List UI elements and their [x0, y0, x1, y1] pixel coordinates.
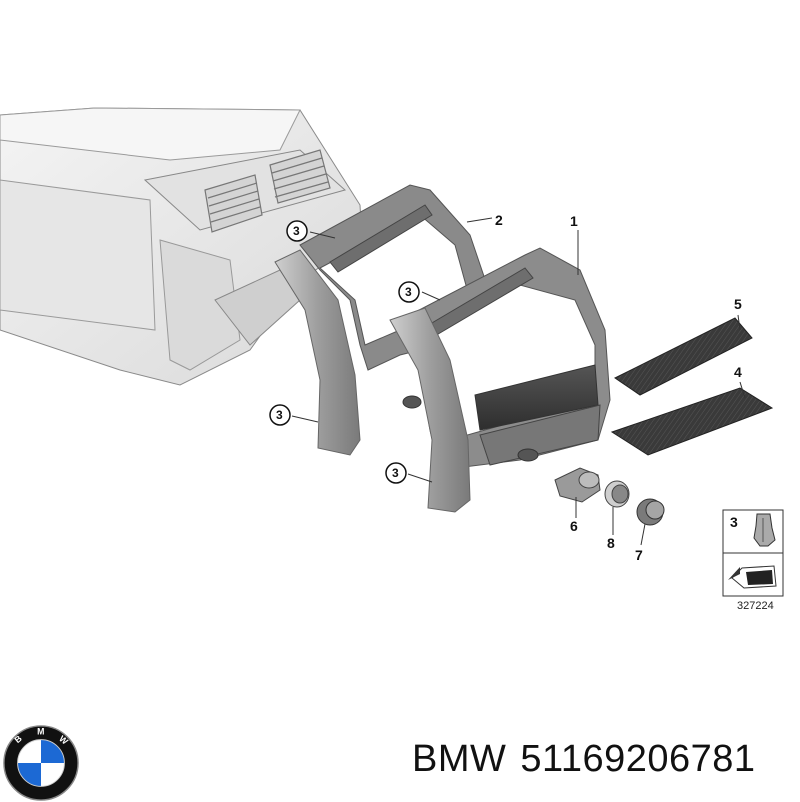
callout-8: 8: [607, 535, 615, 551]
callout-1: 1: [570, 213, 578, 229]
center-console: [0, 107, 363, 386]
part-6-socket: [554, 467, 601, 503]
svg-text:3: 3: [293, 224, 300, 238]
callout-3-circle-d: 3: [385, 462, 407, 484]
legend-clip-number: 3: [730, 514, 738, 530]
part-4-cover: [610, 387, 774, 456]
svg-text:3: 3: [392, 466, 399, 480]
callout-6: 6: [570, 518, 578, 534]
callout-3-circle-c: 3: [269, 404, 291, 426]
svg-text:3: 3: [276, 408, 283, 422]
console-vent: [204, 149, 331, 233]
svg-text:3: 3: [405, 285, 412, 299]
callout-2: 2: [495, 212, 503, 228]
part-8-ring: [604, 480, 630, 508]
bmw-logo-icon: B M W: [3, 725, 79, 801]
diagram-id: 327224: [737, 600, 774, 612]
brand-name: BMW: [412, 738, 507, 780]
clip-legend-box: 3 327224: [722, 509, 784, 612]
arrow-pointer-icon: [728, 565, 777, 589]
callout-3-circle-b: 3: [398, 281, 420, 303]
leader-lines: [291, 217, 746, 546]
part-caption: BMW 51169206781: [412, 738, 770, 781]
front-vent-frame: [389, 247, 611, 513]
part-number: 51169206781: [520, 738, 756, 780]
part-5-cover: [614, 317, 753, 396]
clip-icon: [753, 513, 776, 547]
callout-5: 5: [734, 296, 742, 312]
callout-4: 4: [734, 364, 742, 380]
callout-7: 7: [635, 547, 643, 563]
svg-text:B: B: [12, 733, 23, 745]
part-7-cap: [636, 498, 665, 526]
callout-3-circle-a: 3: [286, 220, 308, 242]
svg-text:M: M: [37, 727, 44, 737]
